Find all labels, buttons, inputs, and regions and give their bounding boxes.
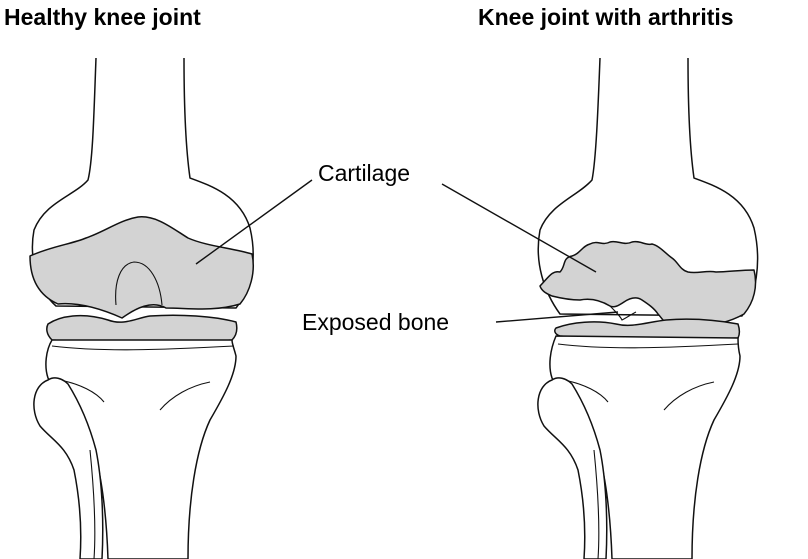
exposed-bone-label: Exposed bone bbox=[302, 309, 449, 336]
healthy-tibial-cartilage bbox=[47, 315, 237, 343]
exposed-bone-leader bbox=[496, 312, 618, 322]
arthritic-knee bbox=[538, 58, 758, 559]
healthy-knee bbox=[30, 58, 253, 559]
cartilage-label: Cartilage bbox=[318, 160, 410, 187]
